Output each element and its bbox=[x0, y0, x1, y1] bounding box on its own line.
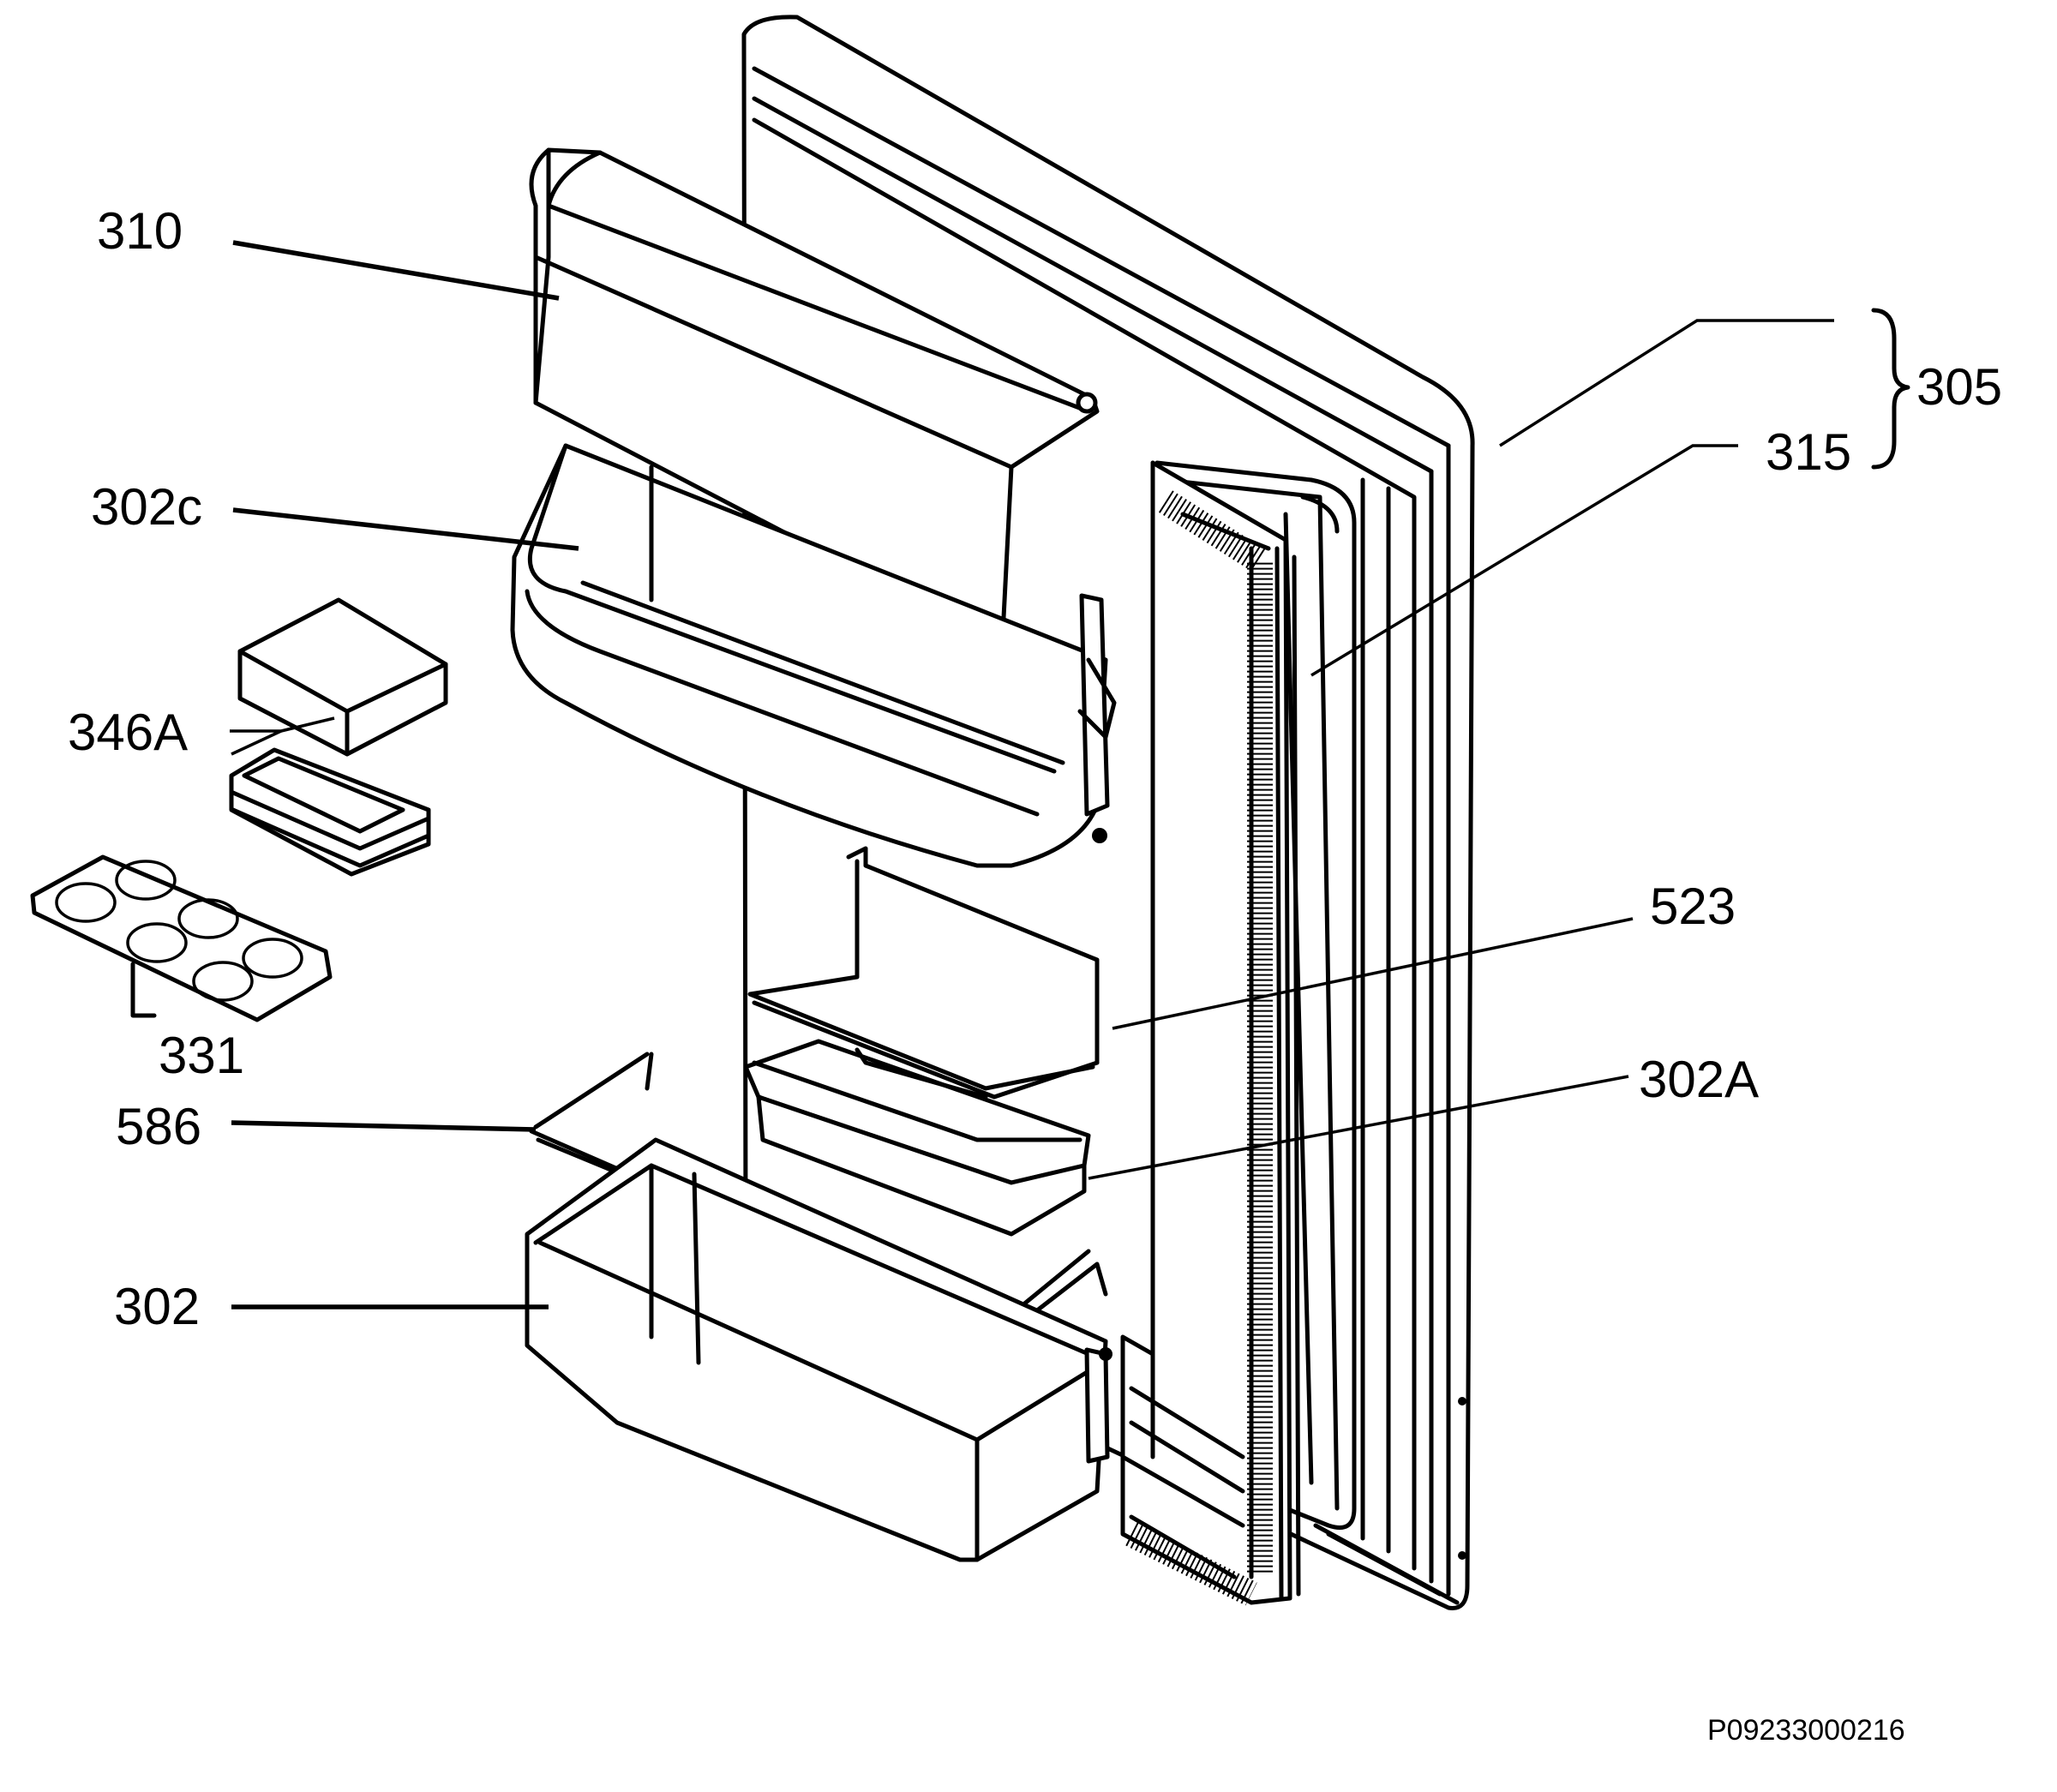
label-346A: 346A bbox=[68, 704, 188, 761]
leader-305 bbox=[1499, 319, 1834, 447]
upper-compartment-cover bbox=[529, 147, 1100, 637]
egg-tray-331 bbox=[30, 854, 333, 1022]
label-310: 310 bbox=[97, 202, 183, 260]
leader-523 bbox=[1112, 917, 1634, 1030]
label-331: 331 bbox=[159, 1027, 244, 1084]
leader-lines bbox=[230, 240, 1910, 1310]
leader-302c bbox=[232, 507, 579, 551]
label-302: 302 bbox=[114, 1278, 200, 1335]
label-586: 586 bbox=[116, 1098, 201, 1155]
leader-302A bbox=[1088, 1075, 1629, 1180]
label-302c: 302c bbox=[91, 478, 202, 536]
leader-586 bbox=[231, 1120, 537, 1132]
drawing-code: P09233000216 bbox=[1707, 1714, 1905, 1747]
egg-box-346A bbox=[229, 597, 448, 877]
wire-guard-523 bbox=[747, 846, 1100, 1100]
label-305: 305 bbox=[1916, 358, 2002, 416]
bottle-shelf-302 bbox=[525, 1137, 1112, 1562]
leader-310 bbox=[232, 240, 560, 301]
butter-shelf bbox=[510, 443, 1117, 868]
brace-305 bbox=[1871, 308, 1910, 470]
leader-346A-upper bbox=[280, 716, 335, 733]
small-shelf-302A bbox=[743, 1039, 1091, 1237]
label-302A: 302A bbox=[1639, 1051, 1759, 1108]
leader-315 bbox=[1310, 444, 1738, 677]
label-523: 523 bbox=[1650, 878, 1736, 935]
door-gasket bbox=[1120, 460, 1301, 1606]
label-315: 315 bbox=[1766, 423, 1851, 481]
